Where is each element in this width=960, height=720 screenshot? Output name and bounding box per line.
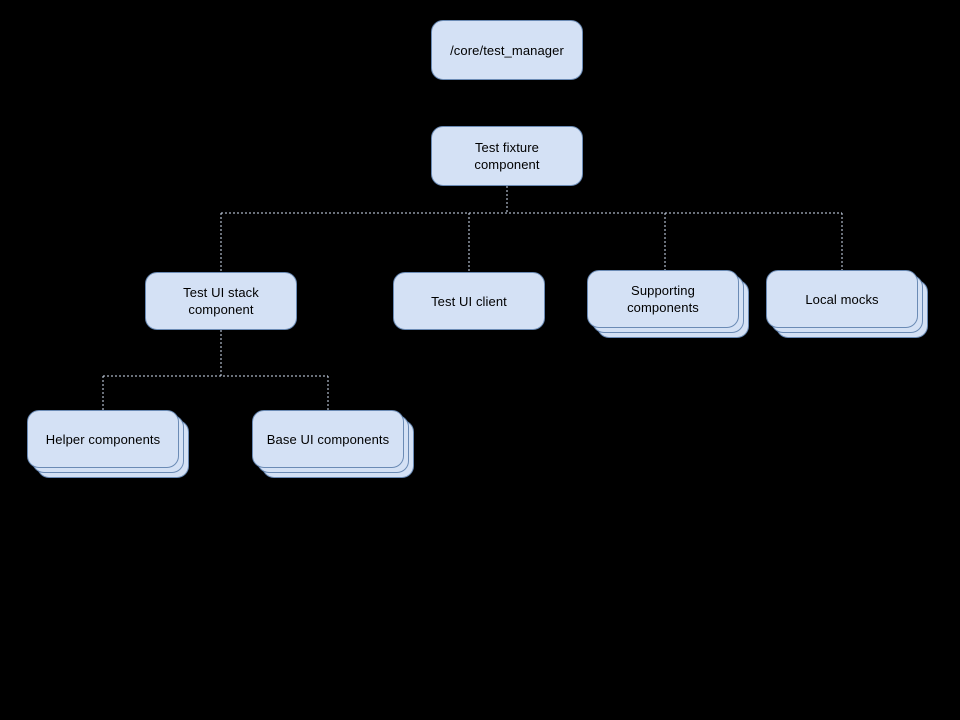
node-label-test-ui-stack-component: Test UI stack component xyxy=(183,285,259,317)
node-core-test-manager[interactable]: /core/test_manager xyxy=(431,20,583,80)
node-label-helper-components: Helper components xyxy=(45,431,161,447)
node-label-supporting-components: Supporting components xyxy=(627,283,699,315)
node-helper-components[interactable]: Helper components xyxy=(27,410,179,468)
node-test-ui-client[interactable]: Test UI client xyxy=(393,272,545,330)
node-label-test-fixture-component: Test fixture component xyxy=(474,140,540,172)
node-local-mocks[interactable]: Local mocks xyxy=(766,270,918,328)
node-label-test-ui-client: Test UI client xyxy=(431,293,507,309)
node-test-ui-stack-component[interactable]: Test UI stack component xyxy=(145,272,297,330)
node-label-core-test-manager: /core/test_manager xyxy=(450,42,564,58)
node-test-fixture-component[interactable]: Test fixture component xyxy=(431,126,583,186)
node-base-ui-components[interactable]: Base UI components xyxy=(252,410,404,468)
node-supporting-components[interactable]: Supporting components xyxy=(587,270,739,328)
node-label-local-mocks: Local mocks xyxy=(805,291,879,307)
node-label-base-ui-components: Base UI components xyxy=(266,431,390,447)
